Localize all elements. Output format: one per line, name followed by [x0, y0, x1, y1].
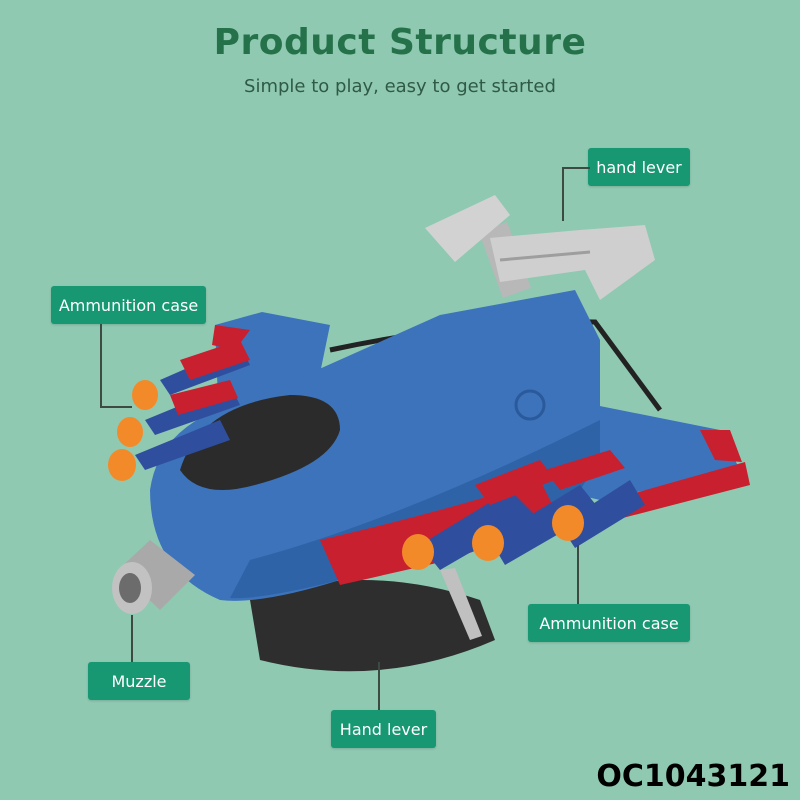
cockpit [180, 395, 340, 490]
hand-lever-bottom-leader [378, 662, 380, 710]
ammo-case-left-label: Ammunition case [51, 286, 206, 324]
wheel-emblem [514, 389, 546, 421]
hand-lever-top-leader [562, 167, 590, 221]
ammo-case-right-label: Ammunition case [528, 604, 690, 642]
muzzle-leader [131, 615, 133, 662]
right-darts [402, 450, 645, 570]
muzzle-label: Muzzle [88, 662, 190, 700]
ammo-case-left-leader [100, 324, 132, 408]
hand-lever-bottom-label: Hand lever [331, 710, 436, 748]
ammo-case-right-leader [577, 545, 579, 604]
product-code: OC1043121 [596, 759, 790, 794]
left-darts [108, 340, 250, 481]
page-title: Product Structure [213, 22, 587, 63]
wrist-strap [250, 580, 495, 672]
muzzle-nozzle [112, 540, 195, 614]
page-subtitle: Simple to play, easy to get started [244, 76, 556, 97]
hand-lever-top-label: hand lever [588, 148, 690, 186]
top-hand-lever [425, 195, 655, 300]
